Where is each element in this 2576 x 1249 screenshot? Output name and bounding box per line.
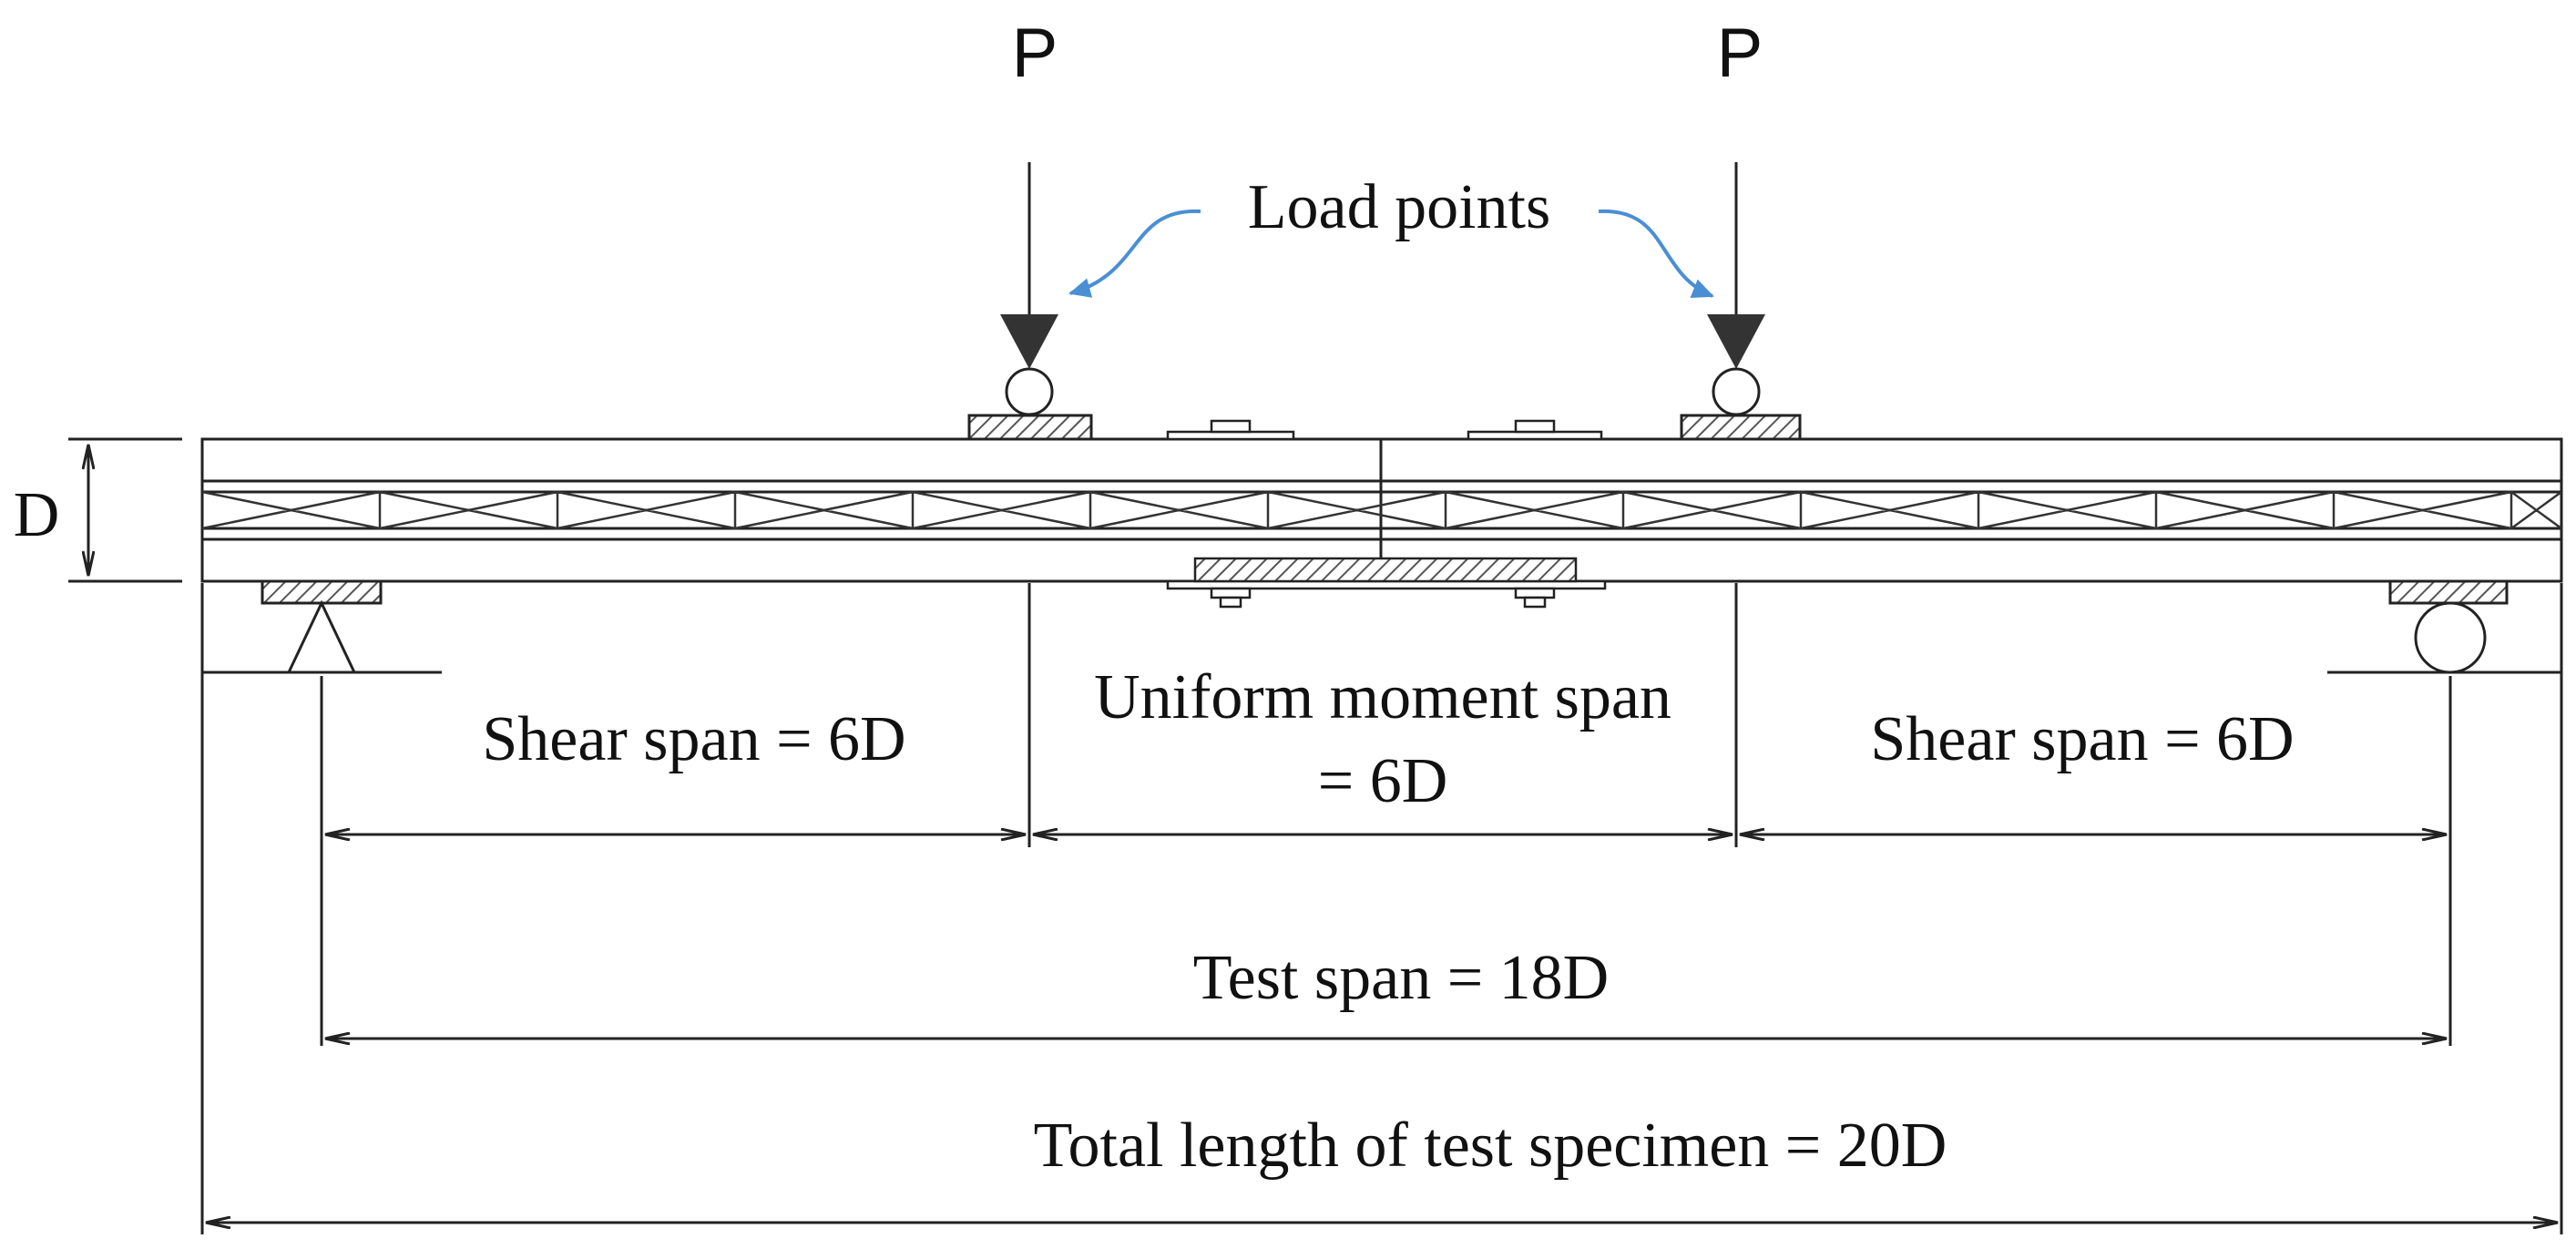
truss-core-pattern xyxy=(201,490,2562,530)
callout-arrow-right xyxy=(1598,209,1714,298)
load-arrow-right xyxy=(1707,162,1765,416)
load-plate-right xyxy=(1680,414,1802,441)
uniform-moment-span-label: Uniform moment span xyxy=(1094,662,1671,732)
load-points-callout: Load points xyxy=(1248,172,1550,242)
top-splice-plate-right xyxy=(1467,419,1603,441)
bottom-splice-plate xyxy=(1166,557,1607,609)
load-label-left: P xyxy=(1012,15,1058,92)
depth-dimension xyxy=(68,437,182,583)
load-label-right: P xyxy=(1717,15,1763,92)
uniform-moment-span-value: = 6D xyxy=(1318,746,1448,816)
total-length-label: Total length of test specimen = 20D xyxy=(1034,1111,1947,1181)
load-plate-left xyxy=(967,414,1093,441)
test-span-label: Test span = 18D xyxy=(1193,943,1609,1013)
depth-label: D xyxy=(14,480,60,550)
pin-support-left xyxy=(202,579,442,674)
load-arrow-left xyxy=(1000,162,1058,416)
shear-span-left-label: Shear span = 6D xyxy=(482,704,905,774)
shear-span-right-label: Shear span = 6D xyxy=(1870,704,2294,774)
top-splice-plate-left xyxy=(1166,419,1295,441)
callout-arrow-left xyxy=(1068,209,1201,298)
roller-support-right xyxy=(2327,579,2561,674)
